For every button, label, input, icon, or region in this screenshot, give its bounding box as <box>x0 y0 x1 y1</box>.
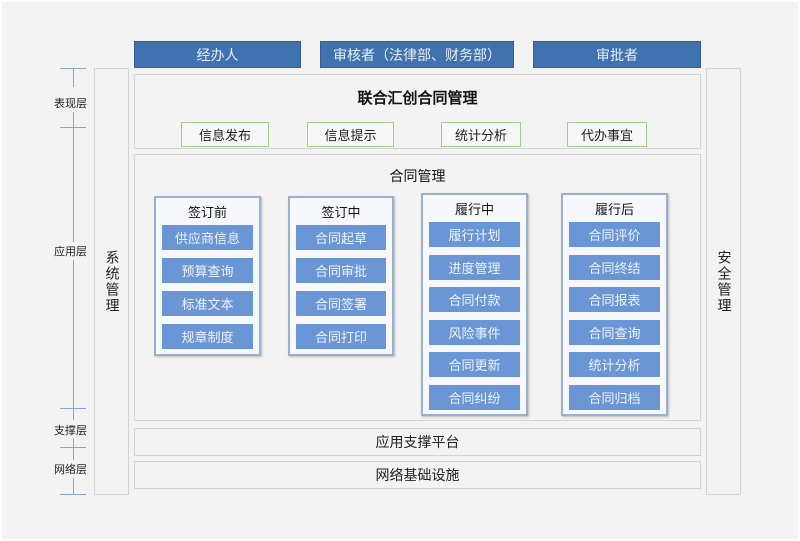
role-reviewer: 审核者（法律部、财务部） <box>320 41 514 68</box>
role-handler: 经办人 <box>134 41 301 68</box>
system-management-label: 系统管理 <box>103 249 120 314</box>
phase-group: 签订前供应商信息预算查询标准文本规章制度 <box>154 196 261 356</box>
layer-application: 应用层 <box>54 245 87 258</box>
network-infrastructure: 网络基础设施 <box>134 461 701 489</box>
module-box: 标准文本 <box>162 291 253 316</box>
module-box: 合同评价 <box>569 222 660 247</box>
module-box: 合同归档 <box>569 385 660 410</box>
module-box: 合同付款 <box>429 287 520 313</box>
system-title: 联合汇创合同管理 <box>357 89 478 107</box>
module-box: 规章制度 <box>162 324 253 349</box>
phase-group: 履行中履行计划进度管理合同付款风险事件合同更新合同纠纷 <box>421 193 528 416</box>
layer-support: 支撑层 <box>54 424 87 437</box>
support-platform: 应用支撑平台 <box>134 428 701 456</box>
module-box: 供应商信息 <box>162 225 253 250</box>
module-box: 合同审批 <box>296 258 386 283</box>
layer-presentation: 表现层 <box>54 97 87 110</box>
security-management-label: 安全管理 <box>715 249 732 314</box>
module-box: 合同打印 <box>296 324 386 349</box>
module-box: 风险事件 <box>429 319 520 345</box>
layer-network: 网络层 <box>54 463 87 476</box>
phase-group: 签订中合同起草合同审批合同签署合同打印 <box>288 196 394 356</box>
info-alert: 信息提示 <box>307 122 394 147</box>
stats-analysis: 统计分析 <box>441 122 521 147</box>
phase-title: 签订中 <box>321 206 361 221</box>
module-box: 预算查询 <box>162 258 253 283</box>
phase-title: 签订前 <box>187 206 227 221</box>
module-box: 合同更新 <box>429 352 520 378</box>
phase-group: 履行后合同评价合同终结合同报表合同查询统计分析合同归档 <box>561 193 668 416</box>
security-management-column: 安全管理 <box>706 68 741 495</box>
module-box: 合同查询 <box>569 319 660 345</box>
pending-tasks: 代办事宜 <box>567 122 647 147</box>
presentation-panel: 联合汇创合同管理 信息发布 信息提示 统计分析 代办事宜 <box>134 74 701 149</box>
module-box: 统计分析 <box>569 352 660 378</box>
module-box: 合同纠纷 <box>429 385 520 410</box>
application-panel: 合同管理 签订前供应商信息预算查询标准文本规章制度签订中合同起草合同审批合同签署… <box>134 154 701 421</box>
module-box: 履行计划 <box>429 222 520 247</box>
module-box: 合同报表 <box>569 287 660 313</box>
contract-management-title: 合同管理 <box>389 169 446 185</box>
module-box: 进度管理 <box>429 254 520 280</box>
system-management-column: 系统管理 <box>94 68 129 495</box>
info-publish: 信息发布 <box>181 122 269 147</box>
module-box: 合同签署 <box>296 291 386 316</box>
phase-title: 履行后 <box>594 203 634 218</box>
module-box: 合同起草 <box>296 225 386 250</box>
phase-title: 履行中 <box>454 203 494 218</box>
module-box: 合同终结 <box>569 254 660 280</box>
role-approver: 审批者 <box>533 41 701 68</box>
